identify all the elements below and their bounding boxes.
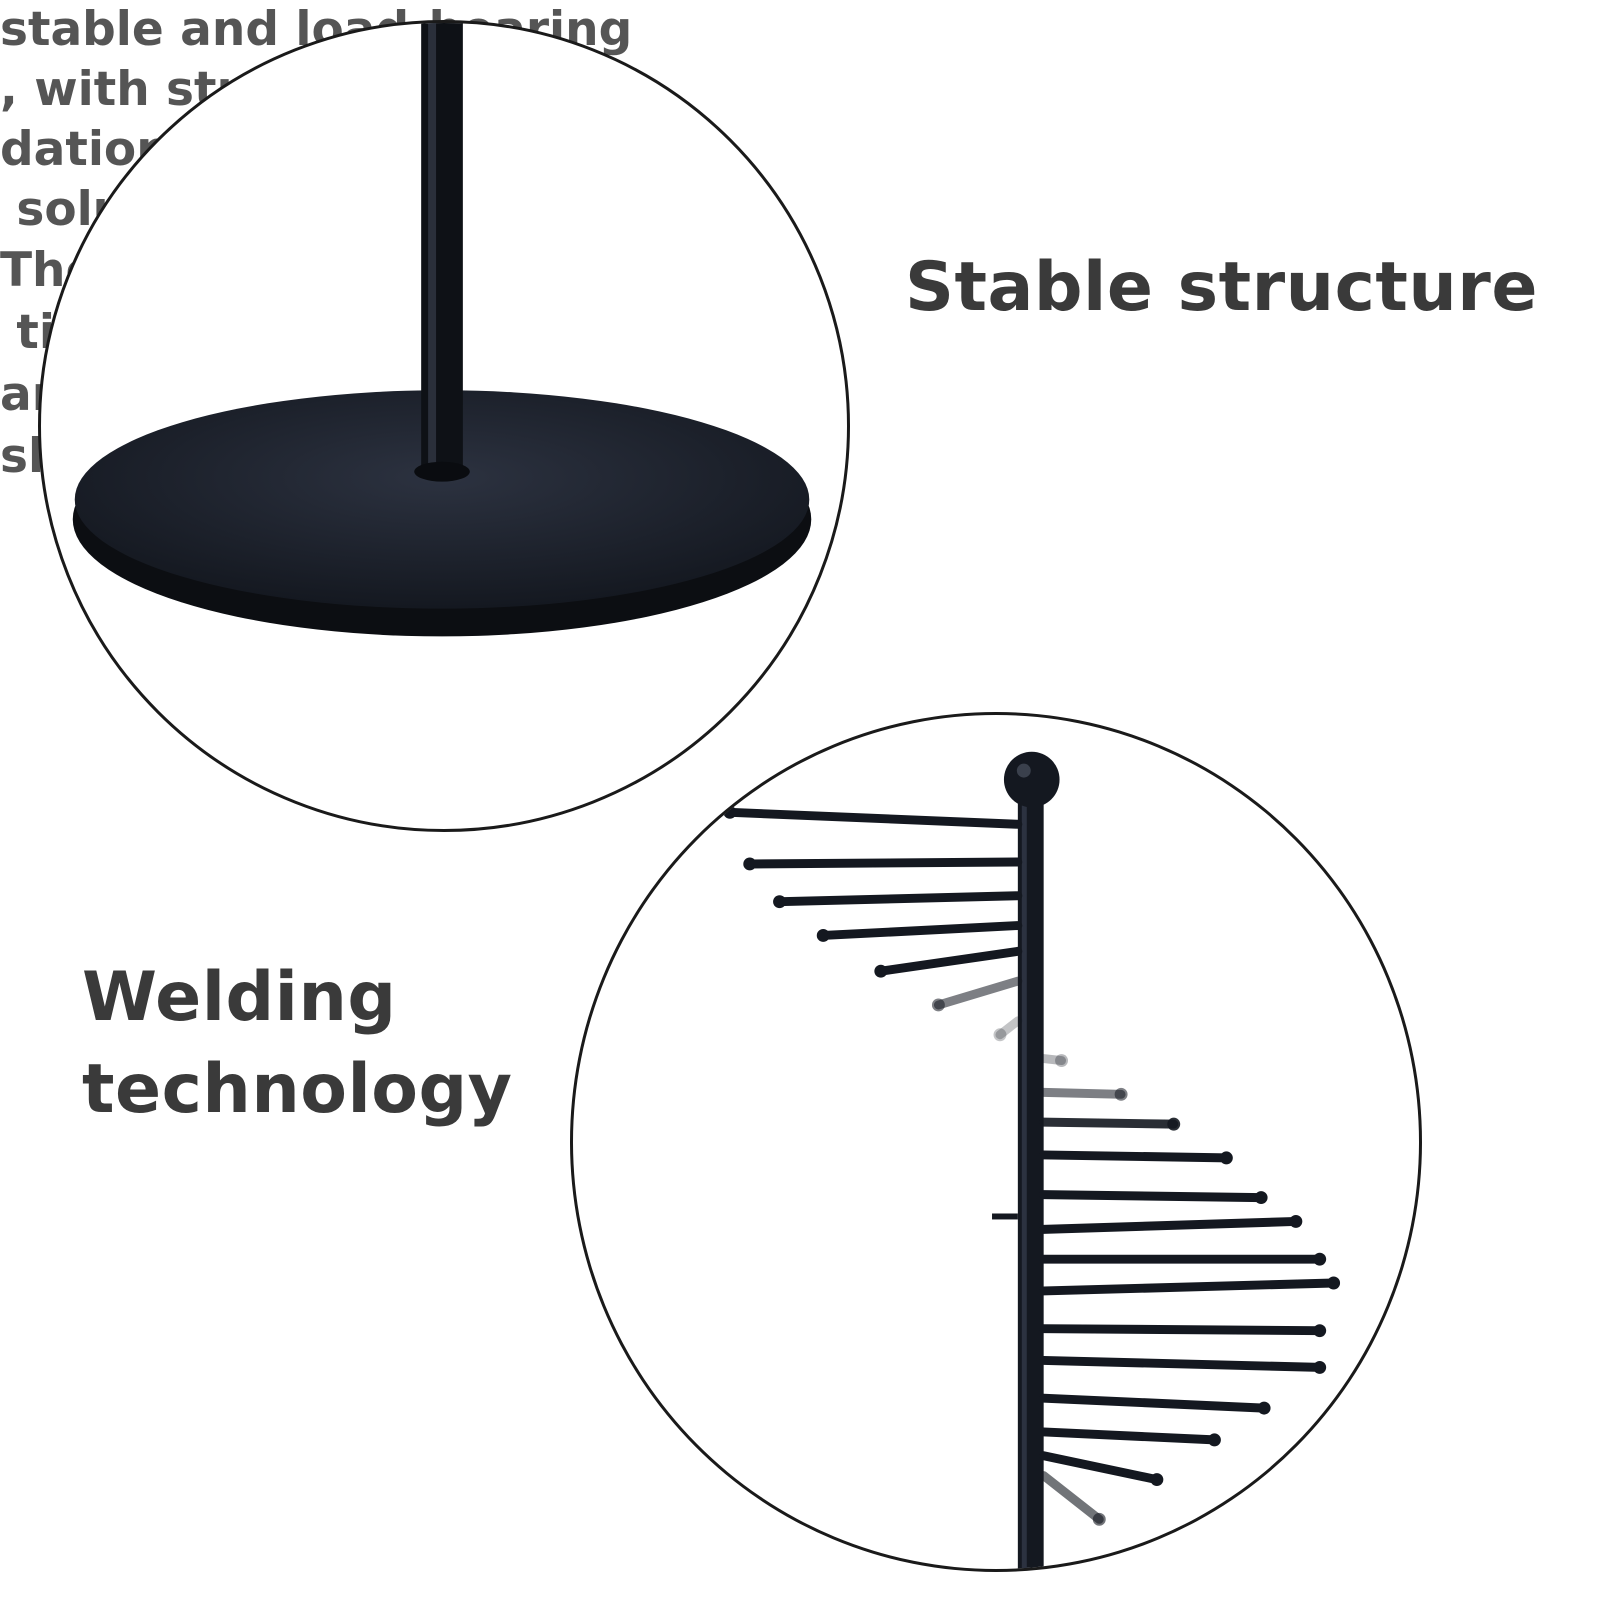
weld-joint (414, 461, 470, 482)
rack-arm (995, 1016, 1023, 1040)
rack-arm (1039, 1355, 1325, 1372)
rack-arm (1039, 1393, 1269, 1413)
rack-arm-end-cap (1289, 1214, 1303, 1228)
rack-arm-end-cap (874, 964, 888, 978)
rack-arm-end-cap (816, 929, 830, 942)
rack-arm (933, 976, 1023, 1010)
finial-highlight (1016, 763, 1031, 778)
rack-arm (818, 921, 1023, 940)
rack-arms (723, 805, 1341, 1526)
rack-arm-end-cap (1055, 1054, 1068, 1068)
spiral-rack-photo (570, 712, 1422, 1572)
rack-arm-end-cap (931, 998, 945, 1012)
rack-arm (1039, 1324, 1325, 1336)
rack-arm (725, 807, 1023, 829)
rack-arm-end-cap (1327, 1276, 1341, 1290)
welding-technology-heading: Welding technology (82, 952, 513, 1136)
rack-arm-end-cap (993, 1028, 1007, 1042)
rack-arm (745, 857, 1023, 869)
rack-arm-end-cap (1313, 1324, 1327, 1338)
spiral-rack-illustration (723, 751, 1341, 1569)
rack-arm (1039, 1216, 1301, 1234)
rack-arm-end-cap (1313, 1360, 1327, 1374)
rack-arm (1039, 1471, 1104, 1524)
rack-arm-end-cap (723, 805, 737, 819)
rack-pole-highlight (1021, 799, 1027, 1569)
rack-arm (1039, 1054, 1067, 1066)
vertical-pole (421, 23, 463, 470)
rack-arm-end-cap (743, 857, 757, 871)
rack-arm-end-cap (1207, 1433, 1221, 1447)
rack-arm-end-cap (1114, 1087, 1128, 1101)
rack-arm-end-cap (1219, 1151, 1233, 1165)
heading-line: Welding (82, 958, 397, 1037)
round-base-illustration (72, 23, 812, 637)
rack-arm-end-cap (773, 895, 786, 909)
rack-arm (775, 891, 1023, 907)
rack-arm (1039, 1150, 1231, 1163)
rack-arm-end-cap (1254, 1191, 1268, 1205)
rack-arm-end-cap (1257, 1401, 1271, 1415)
rack-arm (1039, 1427, 1219, 1445)
rack-arm (1039, 1451, 1162, 1485)
rack-arm (876, 946, 1023, 976)
pole-highlight (428, 23, 437, 470)
rack-arm (1039, 1087, 1126, 1099)
finial-ball (1003, 751, 1060, 808)
rack-arm (1039, 1278, 1339, 1296)
rack-arm (1039, 1190, 1266, 1203)
base-closeup-photo (38, 20, 850, 832)
side-bolt (992, 1213, 1018, 1220)
heading-line: technology (82, 1050, 513, 1129)
rack-arm (1039, 1117, 1179, 1129)
plate-top (74, 390, 810, 609)
rack-arm-end-cap (1092, 1512, 1106, 1526)
stable-structure-heading: Stable structure (905, 248, 1538, 327)
rack-arm-end-cap (1167, 1117, 1181, 1131)
rack-arm-end-cap (1150, 1473, 1164, 1487)
rack-arm-end-cap (1313, 1252, 1327, 1266)
